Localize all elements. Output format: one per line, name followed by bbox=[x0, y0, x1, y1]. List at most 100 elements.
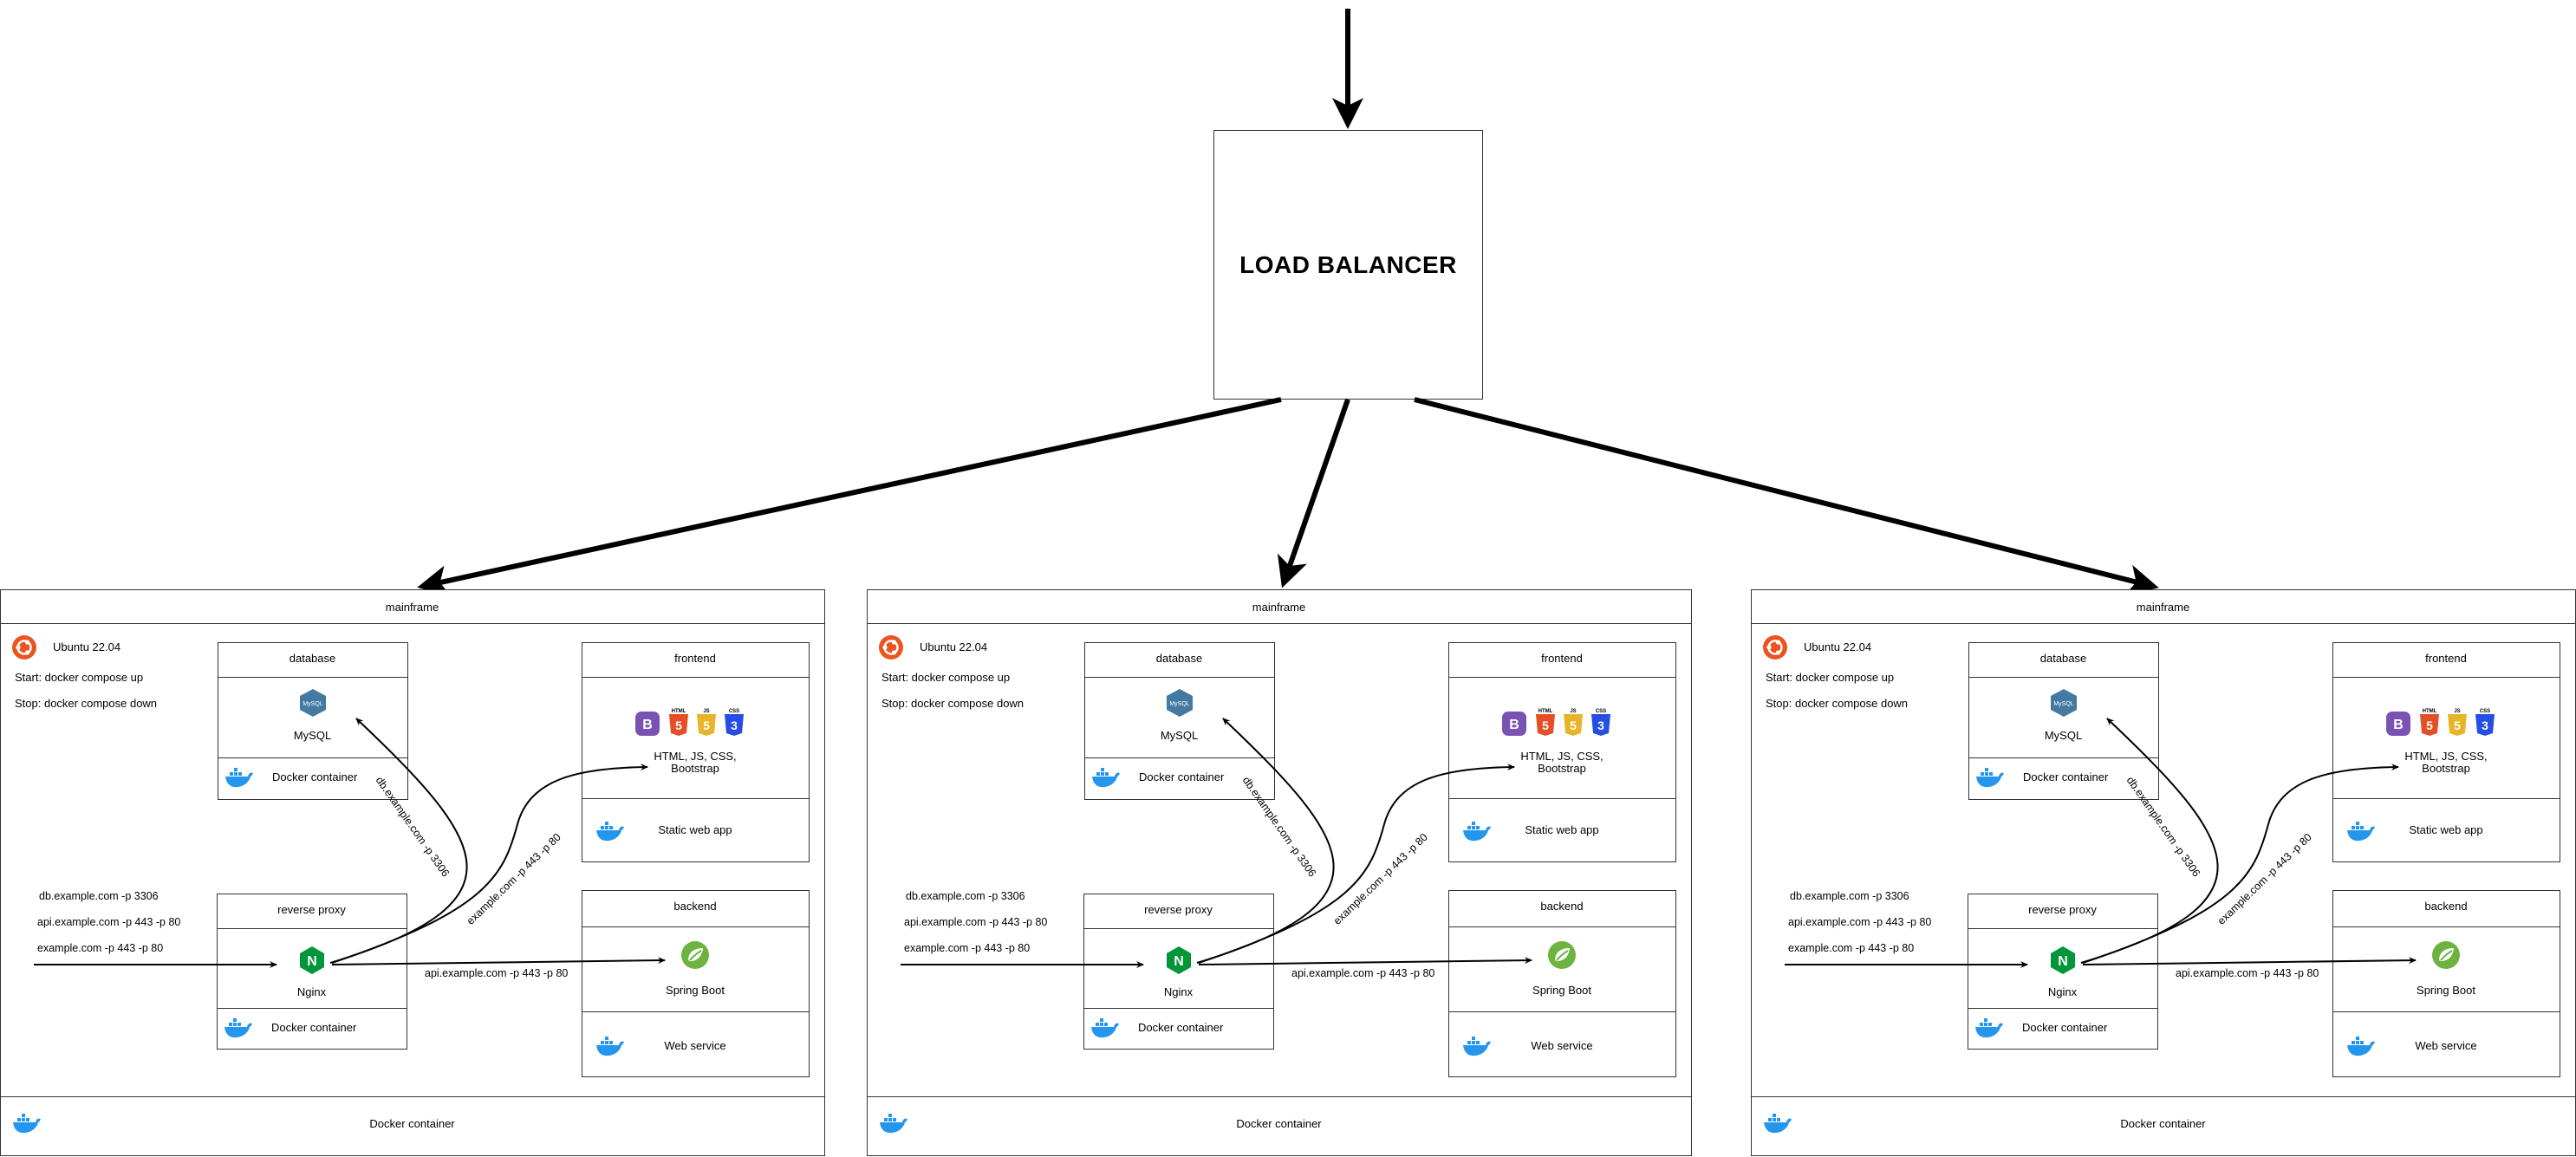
database-title-divider bbox=[1969, 677, 2158, 678]
spring-boot-icon bbox=[681, 941, 709, 969]
css3-icon: CSS 3 bbox=[725, 709, 744, 736]
mainframe-3: mainframe Ubuntu 22.04 Start: docker com… bbox=[1751, 589, 2576, 1156]
docker-icon bbox=[1091, 1018, 1119, 1038]
bootstrap-logo-text: B bbox=[1509, 718, 1519, 732]
frontend-title-divider bbox=[1449, 677, 1675, 678]
backend-engine: Spring Boot bbox=[2417, 984, 2475, 997]
database-title: database bbox=[2039, 652, 2087, 665]
database-title: database bbox=[289, 652, 336, 665]
edge-db-label: db.example.com -p 3306 bbox=[373, 774, 452, 880]
frontend-title-divider bbox=[582, 677, 809, 678]
javascript-icon: JS 5 bbox=[697, 709, 716, 736]
bootstrap-logo-text: B bbox=[2393, 718, 2404, 732]
stop-command: Stop: docker compose down bbox=[881, 697, 1025, 710]
svg-text:5: 5 bbox=[1542, 718, 1549, 732]
mainframe-bottom-divider bbox=[868, 1096, 1691, 1097]
edge-api-label: api.example.com -p 443 -p 80 bbox=[425, 967, 569, 979]
frontend-service: frontend B HTML 5 JS 5 CSS 3 HTM bbox=[2332, 642, 2560, 862]
spring-boot-icon bbox=[2432, 941, 2460, 969]
frontend-role-divider bbox=[1449, 798, 1675, 799]
backend-role: Web service bbox=[1531, 1039, 1593, 1052]
nginx-logo-text: N bbox=[1174, 954, 1184, 969]
css3-logo-text: CSS bbox=[1596, 709, 1606, 714]
backend-service: backend Spring Boot Web service bbox=[582, 890, 810, 1077]
lb-to-mainframe-3-arrow bbox=[1414, 397, 2159, 595]
ubuntu-icon bbox=[879, 635, 903, 660]
backend-role-divider bbox=[582, 1011, 809, 1012]
route-api-label: api.example.com -p 443 -p 80 bbox=[37, 916, 181, 928]
mainframe-title: mainframe bbox=[1252, 601, 1306, 614]
reverse-proxy-engine: Nginx bbox=[296, 985, 327, 998]
database-container-divider bbox=[1085, 757, 1274, 758]
docker-icon bbox=[225, 768, 253, 788]
docker-icon bbox=[2347, 1037, 2375, 1056]
nginx-icon: N bbox=[2051, 946, 2075, 974]
edge-api-label: api.example.com -p 443 -p 80 bbox=[2176, 967, 2319, 979]
mysql-logo-text: MySQL bbox=[1169, 701, 1189, 707]
mainframe-docker-label: Docker container bbox=[2120, 1117, 2206, 1130]
reverse-proxy-title-divider bbox=[1968, 928, 2157, 929]
route-web-label: example.com -p 443 -p 80 bbox=[904, 942, 1031, 954]
mainframe-1: mainframe Ubuntu 22.04 Start: docker com… bbox=[0, 589, 825, 1156]
mainframe-title-divider bbox=[1, 623, 824, 624]
database-container-divider bbox=[1969, 757, 2158, 758]
frontend-tech: HTML, JS, CSS, Bootstrap bbox=[654, 750, 737, 775]
css3-logo-text: CSS bbox=[2480, 709, 2490, 714]
mysql-icon: MySQL bbox=[1167, 689, 1193, 717]
reverse-proxy-service: reverse proxy N Nginx Docker container bbox=[217, 894, 407, 1050]
reverse-proxy-title: reverse proxy bbox=[1144, 903, 1213, 916]
start-command: Start: docker compose up bbox=[881, 671, 1011, 684]
bootstrap-icon: B bbox=[1502, 712, 1526, 736]
edge-api-label: api.example.com -p 443 -p 80 bbox=[1291, 967, 1435, 979]
backend-title-divider bbox=[582, 926, 809, 927]
load-balancer: LOAD BALANCER bbox=[1213, 130, 1483, 400]
js-logo-text: JS bbox=[703, 709, 709, 714]
load-balancer-label: LOAD BALANCER bbox=[1239, 250, 1457, 278]
route-api-label: api.example.com -p 443 -p 80 bbox=[1788, 916, 1932, 928]
os-label: Ubuntu 22.04 bbox=[920, 640, 988, 653]
reverse-proxy-title-divider bbox=[218, 928, 407, 929]
reverse-proxy-engine: Nginx bbox=[1163, 985, 1194, 998]
backend-title: backend bbox=[2424, 900, 2468, 913]
reverse-proxy-container-label: Docker container bbox=[1138, 1021, 1224, 1034]
frontend-role: Static web app bbox=[2409, 823, 2483, 836]
database-engine: MySQL bbox=[293, 729, 332, 742]
docker-icon bbox=[596, 1037, 624, 1056]
html5-icon: HTML 5 bbox=[1536, 709, 1555, 736]
css3-icon: CSS 3 bbox=[1591, 709, 1610, 736]
frontend-role: Static web app bbox=[658, 823, 732, 836]
os-label: Ubuntu 22.04 bbox=[53, 640, 121, 653]
reverse-proxy-service: reverse proxy N Nginx Docker container bbox=[1083, 894, 1274, 1050]
js-logo-text: JS bbox=[2454, 709, 2460, 714]
backend-service: backend Spring Boot Web service bbox=[2332, 890, 2560, 1077]
database-title-divider bbox=[218, 677, 407, 678]
reverse-proxy-container-label: Docker container bbox=[2022, 1021, 2108, 1034]
mysql-logo-text: MySQL bbox=[302, 701, 322, 707]
reverse-proxy-title: reverse proxy bbox=[2028, 903, 2097, 916]
backend-role: Web service bbox=[664, 1039, 726, 1052]
start-command: Start: docker compose up bbox=[15, 671, 144, 684]
lb-to-mainframe-2-arrow bbox=[1277, 399, 1350, 588]
stop-command: Stop: docker compose down bbox=[15, 697, 158, 710]
mainframe-docker-label: Docker container bbox=[1236, 1117, 1322, 1130]
reverse-proxy-container-divider bbox=[218, 1008, 407, 1009]
css3-icon: CSS 3 bbox=[2475, 709, 2495, 736]
nginx-logo-text: N bbox=[2058, 954, 2068, 969]
edge-web-label: example.com -p 443 -p 80 bbox=[1330, 830, 1430, 927]
frontend-role-divider bbox=[582, 798, 809, 799]
svg-text:5: 5 bbox=[675, 718, 682, 732]
frontend-role: Static web app bbox=[1525, 823, 1599, 836]
backend-service: backend Spring Boot Web service bbox=[1448, 890, 1676, 1077]
bootstrap-logo-text: B bbox=[642, 718, 653, 732]
svg-text:3: 3 bbox=[731, 718, 738, 732]
docker-icon bbox=[1764, 1114, 1792, 1134]
backend-title-divider bbox=[2333, 926, 2560, 927]
css3-logo-text: CSS bbox=[729, 709, 739, 714]
docker-icon bbox=[1976, 768, 2004, 788]
docker-icon bbox=[13, 1114, 41, 1134]
reverse-proxy-title: reverse proxy bbox=[277, 903, 346, 916]
mysql-logo-text: MySQL bbox=[2053, 701, 2073, 707]
frontend-service: frontend B HTML 5 JS 5 CSS 3 HTM bbox=[1448, 642, 1676, 862]
html5-logo-text: HTML bbox=[2423, 709, 2437, 714]
bootstrap-icon: B bbox=[2386, 712, 2410, 736]
